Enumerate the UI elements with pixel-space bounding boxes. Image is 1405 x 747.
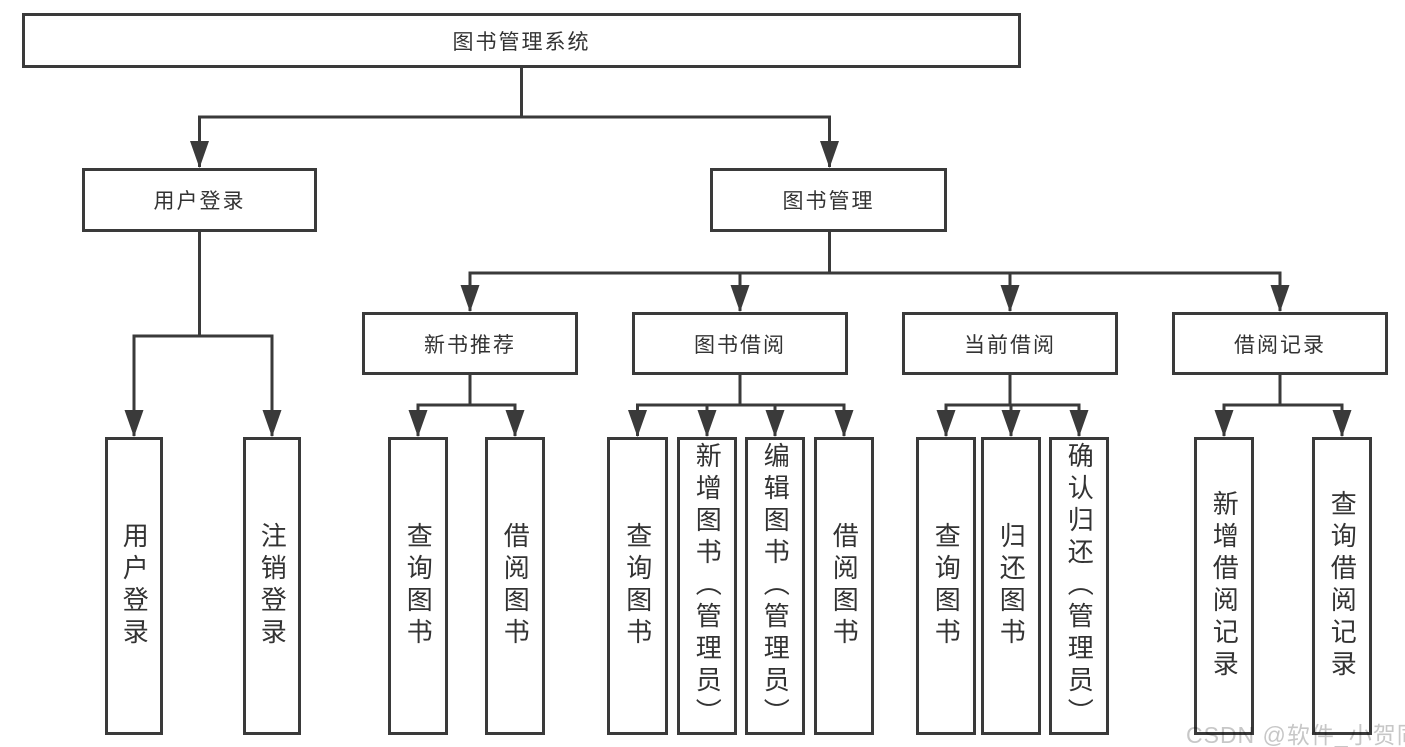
leaf-user-login-label: 用户登录 bbox=[119, 522, 150, 650]
leaf-add-borrow-record-label: 新增借阅记录 bbox=[1209, 490, 1240, 682]
leaf-logout: 注销登录 bbox=[243, 437, 301, 735]
connector-trunk-lines bbox=[132, 66, 1344, 407]
leaf-add-book-admin-label: 新增图书（管理员） bbox=[692, 442, 723, 730]
leaf-borrow-books-label: 借阅图书 bbox=[829, 522, 860, 650]
node-user-login-label: 用户登录 bbox=[153, 190, 246, 213]
leaf-borrow-books: 借阅图书 bbox=[814, 437, 874, 735]
node-root-label: 图书管理系统 bbox=[452, 30, 591, 54]
leaf-logout-label: 注销登录 bbox=[257, 522, 288, 650]
leaf-search-books-borrow-label: 查询图书 bbox=[622, 522, 653, 650]
leaf-search-borrow-record-label: 查询借阅记录 bbox=[1327, 490, 1358, 682]
node-current-borrow: 当前借阅 bbox=[902, 312, 1118, 375]
node-book-borrow: 图书借阅 bbox=[632, 312, 848, 375]
node-root: 图书管理系统 bbox=[22, 13, 1021, 68]
leaf-search-books-recommend-label: 查询图书 bbox=[403, 522, 434, 650]
leaf-search-books-current-label: 查询图书 bbox=[931, 522, 962, 650]
node-current-borrow-label: 当前借阅 bbox=[964, 333, 1056, 357]
node-book-management: 图书管理 bbox=[710, 168, 947, 232]
leaf-confirm-return-admin: 确认归还（管理员） bbox=[1049, 437, 1109, 735]
leaf-edit-book-admin: 编辑图书（管理员） bbox=[745, 437, 805, 735]
node-user-login: 用户登录 bbox=[82, 168, 317, 232]
leaf-borrow-books-recommend: 借阅图书 bbox=[485, 437, 545, 735]
leaf-add-borrow-record: 新增借阅记录 bbox=[1194, 437, 1254, 735]
leaf-add-book-admin: 新增图书（管理员） bbox=[677, 437, 737, 735]
leaf-search-books-recommend: 查询图书 bbox=[388, 437, 448, 735]
node-borrow-records: 借阅记录 bbox=[1172, 312, 1388, 375]
leaf-search-books-borrow: 查询图书 bbox=[607, 437, 668, 735]
leaf-return-book: 归还图书 bbox=[981, 437, 1041, 735]
leaf-edit-book-admin-label: 编辑图书（管理员） bbox=[760, 442, 791, 730]
leaf-confirm-return-admin-label: 确认归还（管理员） bbox=[1064, 442, 1095, 730]
leaf-search-borrow-record: 查询借阅记录 bbox=[1312, 437, 1372, 735]
leaf-user-login: 用户登录 bbox=[105, 437, 163, 735]
connectors bbox=[124, 66, 1352, 437]
node-book-borrow-label: 图书借阅 bbox=[694, 333, 786, 357]
node-new-book-recommend-label: 新书推荐 bbox=[424, 333, 516, 357]
node-borrow-records-label: 借阅记录 bbox=[1234, 333, 1326, 357]
csdn-watermark: CSDN @软件_小贺同学 bbox=[1186, 722, 1405, 747]
node-new-book-recommend: 新书推荐 bbox=[362, 312, 578, 375]
leaf-return-book-label: 归还图书 bbox=[996, 522, 1027, 650]
leaf-search-books-current: 查询图书 bbox=[916, 437, 976, 735]
node-book-management-label: 图书管理 bbox=[782, 190, 875, 213]
leaf-borrow-books-recommend-label: 借阅图书 bbox=[500, 522, 531, 650]
